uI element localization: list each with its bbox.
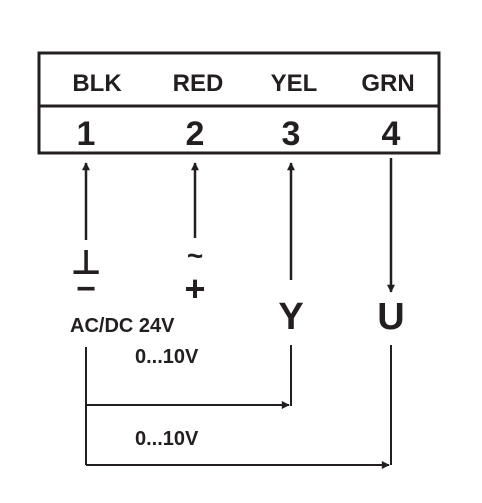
terminal-4-number: 4: [382, 115, 401, 153]
supply-label: AC/DC 24V: [70, 315, 175, 337]
terminal-4-color: GRN: [361, 70, 414, 97]
supply-minus-symbol: −: [76, 270, 96, 308]
tilde-symbol: ~: [187, 240, 203, 271]
terminal-1-number: 1: [77, 115, 96, 153]
terminal-block: BLK RED YEL GRN 1 2 3 4: [37, 51, 441, 155]
terminal-1-color: BLK: [72, 70, 122, 97]
y-signal-label: Y: [278, 296, 303, 338]
terminal-3-number: 3: [282, 115, 301, 153]
supply-plus-symbol: +: [184, 268, 205, 309]
terminal-block-frame: [37, 51, 441, 155]
terminal-3-color: YEL: [271, 70, 318, 97]
terminal-2-number: 2: [186, 115, 205, 153]
u-signal-label: U: [377, 296, 404, 338]
u-range-label: 0...10V: [135, 428, 199, 450]
ground-symbol: ⊥: [70, 244, 101, 282]
y-range-label: 0...10V: [135, 346, 199, 368]
terminal-2-color: RED: [173, 70, 224, 97]
